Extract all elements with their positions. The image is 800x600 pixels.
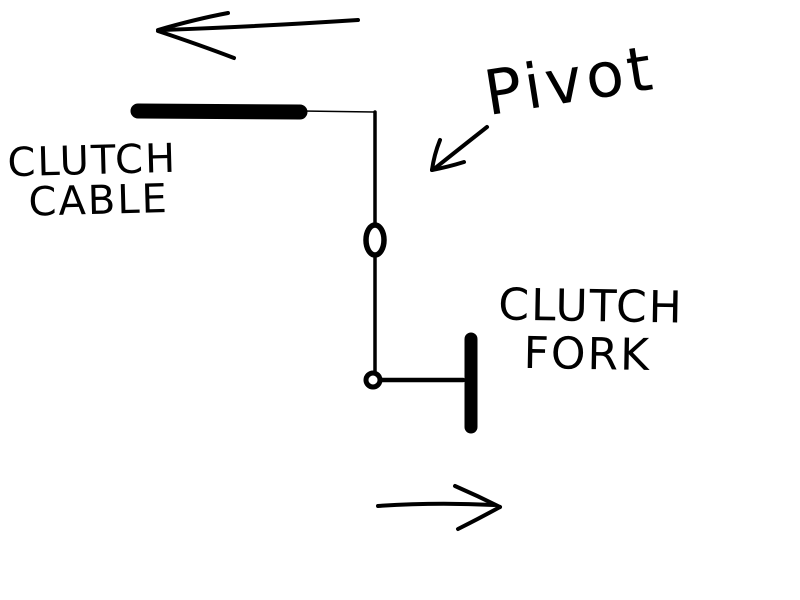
left-arrow-icon xyxy=(156,11,360,60)
fork-joint-ring xyxy=(363,370,383,390)
pivot-ring xyxy=(363,222,387,258)
clutch-cable-bar xyxy=(130,103,308,120)
clutch-cable-label: CLUTCH CABLE xyxy=(7,136,179,226)
clutch-fork-label-line1: CLUTCH xyxy=(497,279,685,334)
clutch-fork-label: CLUTCH FORK xyxy=(497,279,685,381)
pivot-pointer-arrow-icon xyxy=(430,125,489,172)
cable-connector-line xyxy=(301,110,375,113)
right-arrow-icon xyxy=(376,484,502,531)
clutch-cable-label-line2: CABLE xyxy=(27,176,170,226)
clutch-fork-label-line2: FORK xyxy=(523,327,652,381)
